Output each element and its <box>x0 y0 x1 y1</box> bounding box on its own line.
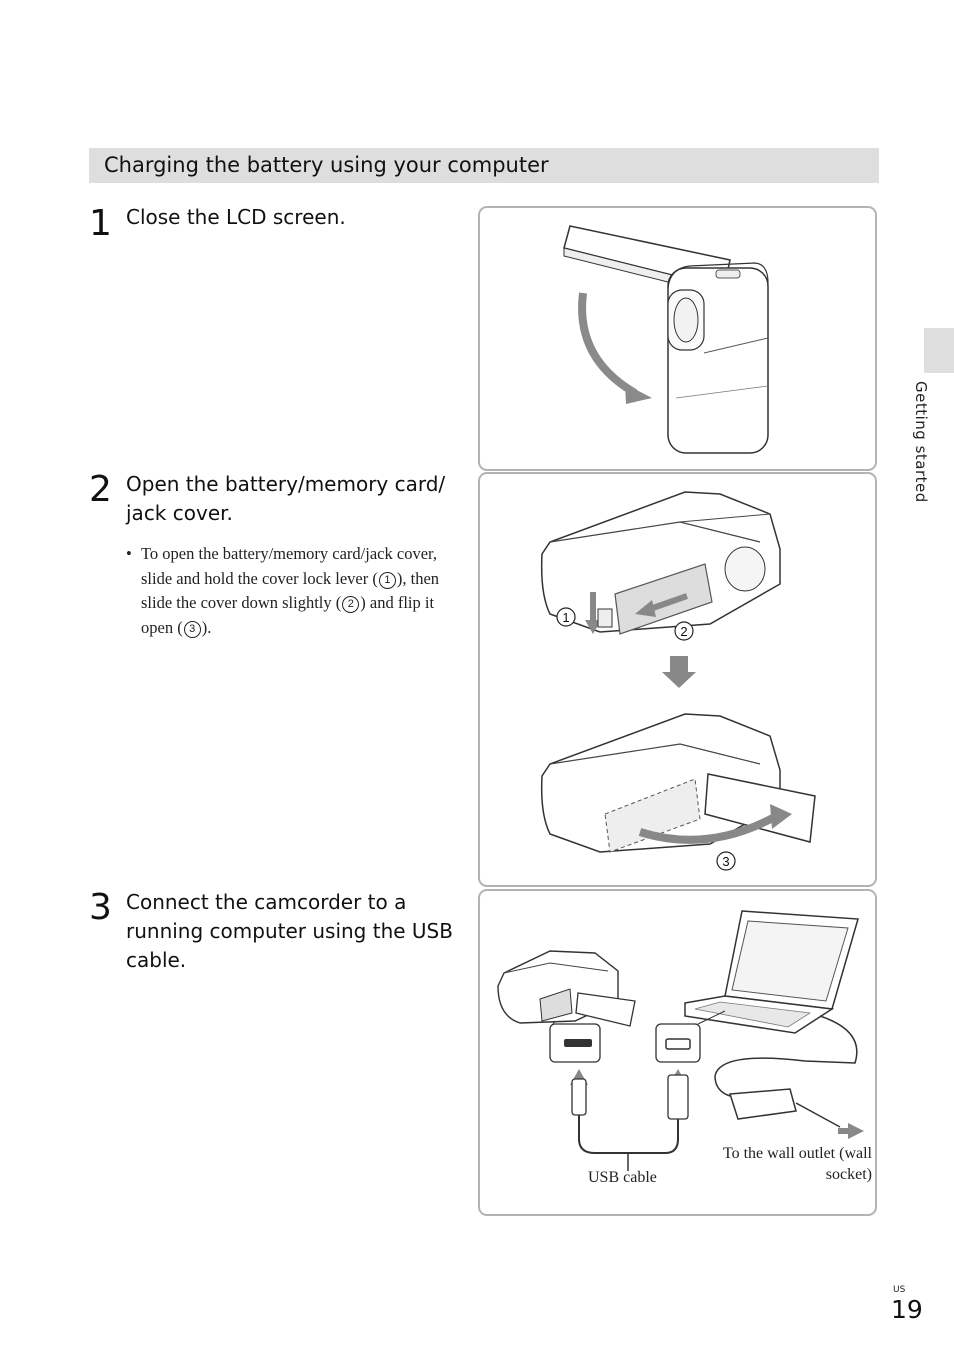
usb-connection-drawing <box>497 910 864 1171</box>
svg-text:2: 2 <box>680 624 687 639</box>
step-1-number: 1 <box>89 203 112 244</box>
step-3-text: Connect the camcorder to a running compu… <box>126 890 453 972</box>
svg-text:3: 3 <box>722 854 729 869</box>
page-number: 19 <box>891 1295 923 1324</box>
usb-cable-caption: USB cable <box>588 1169 657 1186</box>
section-heading-bar: Charging the battery using your computer <box>89 148 879 183</box>
note-text: To open the battery/memory card/jack cov… <box>126 542 446 640</box>
illustration-close-lcd <box>478 206 877 471</box>
circled-marker-2: 2 <box>342 596 360 613</box>
camcorder-closing-lcd-drawing <box>563 225 769 454</box>
camcorder-open-cover-drawing: 1 2 3 <box>540 491 816 871</box>
note-text-part: ) and flip it open ( <box>141 593 435 637</box>
diagram-marker-1: 1 <box>556 607 576 627</box>
page-country-code: US <box>893 1285 906 1295</box>
chapter-side-tab <box>924 328 954 373</box>
wall-outlet-caption: To the wall outlet (wall socket) <box>722 1145 872 1183</box>
diagram-marker-3: 3 <box>716 851 736 871</box>
circled-marker-1: 1 <box>378 571 396 589</box>
illustration-usb-connection <box>478 889 877 1216</box>
note-bullet: • <box>126 544 132 563</box>
step-2-number: 2 <box>89 469 112 510</box>
chapter-side-label: Getting started <box>912 381 930 503</box>
circled-marker-3: 3 <box>183 620 201 638</box>
section-title: Charging the battery using your computer <box>104 153 549 177</box>
step-1-text: Close the LCD screen. <box>126 205 346 229</box>
note-text-part: ). <box>201 617 212 637</box>
note-text-part: To open the battery/memory card/jack cov… <box>141 544 437 588</box>
step-2-text: Open the battery/memory card/ jack cover… <box>126 472 446 525</box>
note-text-part: ), then slide the cover down slightly ( <box>141 568 440 613</box>
step-3-number: 3 <box>89 887 112 928</box>
step-2-note: • To open the battery/memory card/jack c… <box>126 542 446 640</box>
svg-text:1: 1 <box>562 610 569 625</box>
diagram-marker-2: 2 <box>674 621 694 641</box>
illustration-open-cover: 1 2 3 <box>478 472 877 887</box>
